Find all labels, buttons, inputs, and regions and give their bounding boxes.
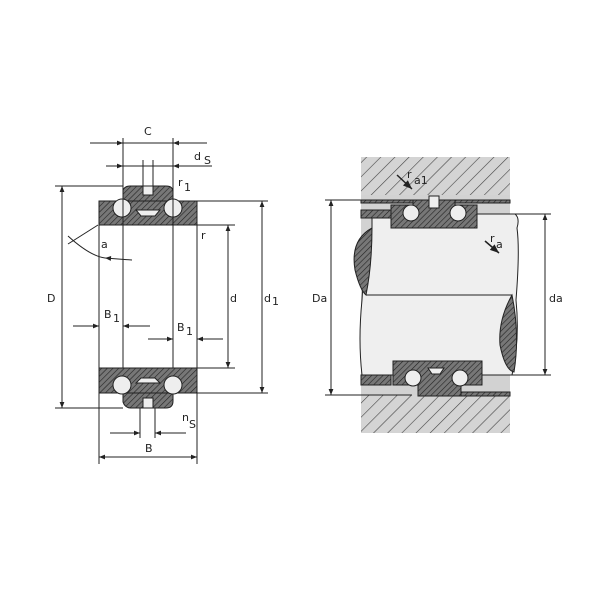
housing-bottom (361, 395, 510, 433)
label-ds: d (194, 150, 201, 163)
label-da: da (549, 292, 563, 305)
label-ra1: r (407, 168, 412, 181)
ball (402, 204, 420, 222)
ball (112, 375, 132, 395)
label-d: d (230, 292, 237, 305)
label-B1-right: B (177, 321, 185, 334)
label-r1-sub: 1 (184, 181, 191, 194)
label-B1-left: B (104, 308, 112, 321)
label-ra-sub: a (496, 238, 503, 251)
label-Da: Da (312, 292, 327, 305)
label-d1: d (264, 292, 271, 305)
right-mounting-section (353, 157, 519, 433)
label-B1-left-sub: 1 (113, 312, 120, 325)
housing-top (361, 157, 510, 195)
label-C: C (144, 125, 152, 138)
left-bearing-section (98, 185, 198, 409)
label-ns: n (182, 411, 189, 424)
shaft-break-right (499, 293, 518, 373)
label-d1-sub: 1 (272, 295, 279, 308)
ball (449, 204, 467, 222)
label-B: B (145, 442, 153, 455)
left-dimension-lines (55, 138, 268, 464)
label-ns-sub: S (189, 418, 196, 431)
label-ra1-sub: a1 (414, 174, 428, 187)
right-labels: r a1 r a Da da (312, 168, 563, 305)
label-D: D (47, 292, 55, 305)
label-ra: r (490, 232, 495, 245)
ball (404, 369, 422, 387)
right-dimension-lines (325, 174, 551, 396)
label-a: a (101, 238, 108, 251)
label-ds-sub: S (204, 154, 211, 167)
ball (112, 198, 132, 218)
shaft-break-left (353, 227, 373, 296)
ball (451, 369, 469, 387)
label-r: r (201, 229, 206, 242)
label-B1-right-sub: 1 (186, 325, 193, 338)
label-r1: r (178, 176, 183, 189)
left-labels: C d S r 1 r a D d d 1 B 1 B 1 n S B (47, 125, 279, 455)
ball (163, 375, 183, 395)
